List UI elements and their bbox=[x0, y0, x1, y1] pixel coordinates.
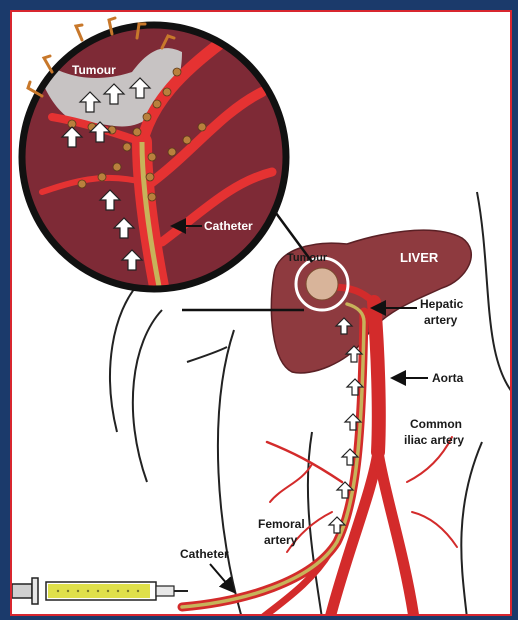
inset-magnified-view: Tumour Catheter bbox=[12, 12, 292, 302]
catheter-label: Catheter bbox=[180, 547, 229, 561]
iliac-label-2: iliac artery bbox=[404, 433, 464, 447]
catheter-embolization-diagram: LIVER bbox=[12, 12, 512, 616]
syringe bbox=[12, 578, 188, 604]
hepatic-artery-label-1: Hepatic bbox=[420, 297, 464, 311]
diagram-panel: LIVER bbox=[10, 10, 512, 616]
tumour-liver bbox=[306, 268, 338, 300]
liver-label: LIVER bbox=[400, 250, 439, 265]
aorta-label: Aorta bbox=[432, 371, 464, 385]
inset-tumour-label: Tumour bbox=[72, 63, 116, 77]
hepatic-artery-label-2: artery bbox=[424, 313, 458, 327]
inset-catheter-label: Catheter bbox=[204, 219, 253, 233]
iliac-label-1: Common bbox=[410, 417, 462, 431]
femoral-label-2: artery bbox=[264, 533, 298, 547]
femoral-label-1: Femoral bbox=[258, 517, 305, 531]
